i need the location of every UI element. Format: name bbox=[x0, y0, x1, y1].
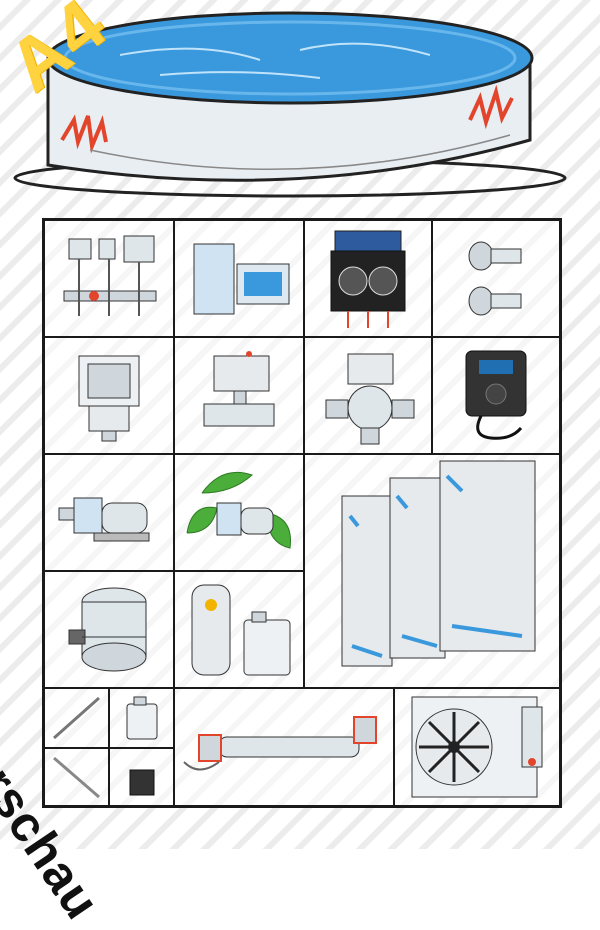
cell-skimmer-box[interactable] bbox=[174, 220, 304, 337]
inlet-nozzle-icon bbox=[468, 241, 522, 316]
water-tester-icon bbox=[191, 584, 290, 675]
pool-water bbox=[46, 11, 534, 105]
uv-clarifier-icon bbox=[183, 716, 377, 771]
red-accent-left bbox=[60, 114, 108, 154]
heat-pump-icon bbox=[411, 696, 543, 798]
cell-hose[interactable] bbox=[44, 748, 109, 806]
small-pump-icon bbox=[129, 769, 154, 795]
sand-filter-icon bbox=[68, 587, 147, 671]
valve-actuator-icon bbox=[203, 350, 275, 426]
solar-panels-icon bbox=[341, 460, 536, 667]
cell-wall-skimmer[interactable] bbox=[44, 337, 174, 454]
red-accent-right bbox=[468, 84, 514, 130]
brush-icon bbox=[53, 696, 100, 740]
cell-brush-and-hose[interactable] bbox=[44, 688, 109, 748]
cell-salt-electrolysis-unit[interactable] bbox=[432, 337, 560, 454]
cell-water-tester-and-canister[interactable] bbox=[174, 571, 304, 688]
wall-skimmer-icon bbox=[78, 355, 140, 442]
cell-uv-clarifier[interactable] bbox=[174, 688, 394, 806]
cell-filter-pump[interactable] bbox=[44, 454, 174, 571]
cell-chemical-bottle[interactable] bbox=[109, 688, 174, 748]
cell-sand-filter-tank[interactable] bbox=[44, 571, 174, 688]
cell-three-way-valve[interactable] bbox=[304, 337, 432, 454]
cell-heat-pump[interactable] bbox=[394, 688, 560, 806]
eco-pump-icon bbox=[186, 471, 291, 549]
cell-valve-actuator[interactable] bbox=[174, 337, 304, 454]
dosing-station-icon bbox=[63, 235, 157, 316]
skimmer-box-icon bbox=[193, 243, 289, 314]
cell-inlet-nozzles[interactable] bbox=[432, 220, 560, 337]
cell-eco-pump[interactable] bbox=[174, 454, 304, 571]
product-grid bbox=[42, 218, 562, 808]
salt-electrolysis-icon bbox=[465, 350, 527, 440]
chemical-bottle-icon bbox=[126, 696, 157, 740]
cell-small-pump[interactable] bbox=[109, 748, 174, 806]
cell-dosing-pump-unit[interactable] bbox=[304, 220, 432, 337]
cell-solar-collector-panels[interactable] bbox=[304, 454, 560, 688]
hose-icon bbox=[53, 756, 100, 799]
three-way-valve-icon bbox=[325, 353, 415, 444]
filter-pump-icon bbox=[58, 497, 150, 541]
cell-dosing-station[interactable] bbox=[44, 220, 174, 337]
dosing-pump-icon bbox=[330, 230, 406, 328]
pool-illustration bbox=[13, 11, 567, 198]
